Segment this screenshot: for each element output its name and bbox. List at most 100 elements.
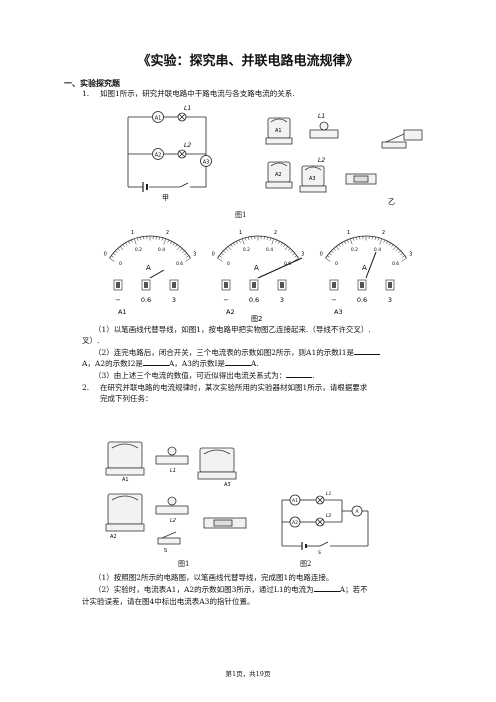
ammeter-name: A3 (334, 308, 343, 316)
ammeter-tick (109, 258, 115, 262)
ammeter-tick (392, 246, 397, 251)
ammeter-tick (391, 244, 394, 248)
q2-apparatus-l1-label: L1 (170, 468, 176, 474)
ammeter-tick (374, 236, 376, 240)
ammeter-tick (398, 250, 401, 253)
q1-apparatus-a3-label: A3 (309, 176, 316, 182)
q1-apparatus-l1-label: L1 (318, 113, 325, 120)
ammeter-tick-label-bottom: 0.2 (351, 247, 358, 253)
ammeter-tick (275, 239, 278, 243)
ammeter-terminal-label: 3 (280, 296, 284, 304)
q1-part1-cont: 叉）. (82, 336, 100, 345)
q1-fig2-caption: 图2 (251, 315, 262, 322)
ammeter-tick (221, 252, 224, 256)
q2-stem-line2: 完成下列任务： (100, 394, 153, 403)
ammeter-tick (290, 250, 293, 253)
ammeter-tick-label-top: 1 (131, 230, 134, 236)
ammeter-tick (383, 239, 386, 243)
ammeter-tick (284, 246, 289, 251)
ammeter-name: A1 (118, 308, 127, 316)
q1-part2-text-b: A，A2的示数I2是 (82, 359, 143, 368)
ammeter-tick (325, 258, 331, 262)
ammeter-tick (125, 242, 128, 246)
ammeter-tick (248, 236, 250, 240)
ammeter-tick (377, 237, 379, 241)
ammeter-tick (176, 246, 181, 251)
q1-stem: 如图1所示，研究并联电路中干路电流与各支路电流的关系. (100, 89, 295, 98)
ammeter-tick (140, 236, 142, 240)
ammeter-tick (266, 236, 268, 240)
ammeter-terminal-label: 0.6 (357, 296, 367, 304)
ammeter-tick (400, 252, 403, 256)
q1-blank-i[interactable] (224, 358, 251, 366)
ammeter-tick-label-top: 0 (212, 252, 215, 258)
q1-circuit-a1-label: A1 (155, 116, 162, 122)
q1-fig1-caption: 图1 (235, 211, 247, 219)
ammeter-tick-label-bottom: 0.4 (374, 247, 381, 253)
q1-blank-i1[interactable] (353, 347, 380, 355)
q1-part2-text-c: A，A3的示数I是 (168, 359, 225, 368)
q1-apparatus-yi-label: 乙 (388, 198, 395, 206)
ammeter-tick-label-bottom: 0 (227, 261, 230, 267)
ammeter-terminal-screw (224, 282, 228, 288)
ammeter-unit: A (362, 264, 367, 272)
ammeter-terminal-screw (172, 282, 176, 288)
q1-circuit-jia-label: 甲 (162, 194, 169, 202)
ammeter-terminal-label: − (223, 296, 228, 304)
ammeter-tick (241, 238, 245, 245)
ammeter-tick (269, 237, 271, 241)
ammeter-tick (111, 255, 114, 258)
q2-part2-line2: 计实验误差，请在图4中标出电流表A3的指针位置。 (82, 597, 255, 606)
ammeter-needle (257, 257, 303, 279)
q1-blank-i2[interactable] (142, 358, 169, 366)
ammeter-tick (128, 241, 130, 244)
ammeter-tick (331, 250, 334, 253)
ammeter-tick (271, 238, 275, 245)
section-heading: 一、实验探究题 (64, 79, 120, 88)
ammeter-tick (133, 238, 137, 245)
ammeter-tick-label-bottom: 0.2 (135, 247, 142, 253)
q2-number: 2. (82, 383, 90, 392)
ammeter-tick-label-top: 3 (193, 252, 196, 258)
q2-apparatus-l2-label: L2 (170, 518, 176, 524)
ammeter-tick (225, 248, 228, 251)
ammeter-unit: A (146, 264, 151, 272)
ammeter-tick (333, 248, 336, 251)
ammeter-tick (353, 237, 355, 241)
ammeter-tick (236, 241, 238, 244)
ammeter-tick (217, 258, 223, 262)
ammeter-name: A2 (226, 308, 235, 316)
ammeter-terminal-label: − (331, 296, 336, 304)
ammeter-tick (185, 258, 191, 262)
ammeter-tick (130, 239, 133, 243)
q1-blank-relation[interactable] (286, 370, 313, 378)
ammeter-tick-label-top: 2 (166, 230, 169, 236)
q2-blank-l1-current[interactable] (313, 584, 340, 592)
q1-part2-text-a: （2）连完电路后，闭合开关，三个电流表的示数如图2所示，则A1的示数I1是 (94, 348, 354, 357)
ammeter-tick-label-bottom: 0.4 (266, 247, 273, 253)
ammeter-tick (219, 255, 222, 258)
ammeter-tick (223, 250, 226, 253)
ammeter-tick-label-top: 2 (382, 230, 385, 236)
ammeter-tick (401, 258, 407, 262)
ammeter-tick (175, 244, 178, 248)
ammeter-tick (113, 252, 116, 256)
ammeter-terminal-label: 0.6 (141, 296, 151, 304)
q2-part2-text-b: A；若不 (339, 585, 368, 594)
ammeter-tick (115, 250, 118, 253)
q1-circuit-a3-label: A3 (203, 160, 210, 166)
ammeter-tick (163, 238, 167, 245)
page-footer: 第1页，共19页 (225, 670, 271, 678)
ammeter-terminal-screw (280, 282, 284, 288)
q2-circuit-diagram: A1 A2 A L1 L2 S (281, 491, 369, 555)
ammeter-tick-label-top: 0 (104, 252, 107, 258)
q1-ammeter-figure: 012300.20.40.6A−0.63A1012300.20.40.6A−0.… (104, 230, 413, 322)
ammeter-tick (230, 244, 233, 248)
ammeter-tick (119, 246, 124, 251)
ammeter-tick (182, 250, 185, 253)
q2-circuit-a1-label: A1 (292, 498, 298, 504)
ammeter-terminal-screw (252, 282, 256, 288)
ammeter-tick (292, 252, 295, 256)
ammeter-tick (388, 242, 391, 246)
